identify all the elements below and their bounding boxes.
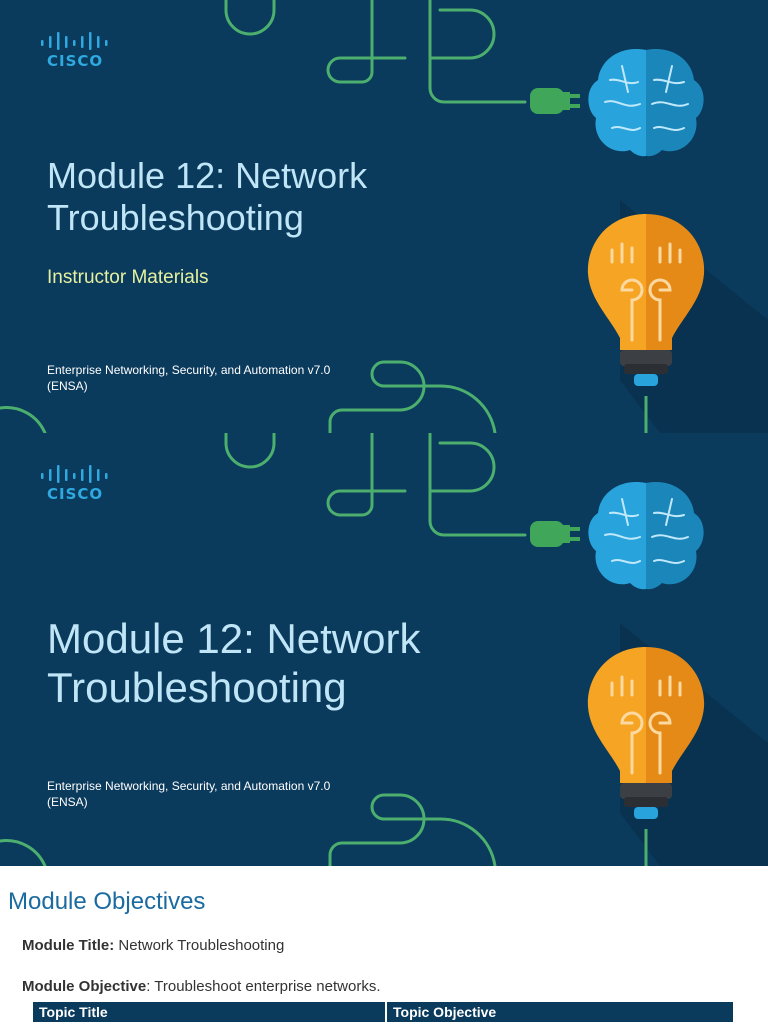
lightbulb-icon [587,647,705,866]
course-line-2: (ENSA) [47,379,88,393]
header-topic-title: Topic Title [33,1002,387,1022]
cisco-bars-icon [41,465,108,483]
plug-icon [530,88,580,114]
table-header-row: Topic Title Topic Objective [33,1002,733,1022]
header-topic-objective: Topic Objective [386,1002,733,1022]
plug-icon [530,521,580,547]
topics-table: Topic Title Topic Objective [33,1002,733,1022]
course-name: Enterprise Networking, Security, and Aut… [47,362,377,394]
module-title-label: Module Title: [22,937,115,954]
cisco-logo: CISCO [40,465,110,505]
course-line-2: (ENSA) [47,795,88,809]
title-slide-1: CISCO Module 12: Network Troubleshooting… [0,0,768,433]
cisco-wordmark: CISCO [47,485,104,503]
cisco-logo: CISCO [40,32,110,72]
brain-icon [588,49,704,157]
brain-icon [588,482,704,590]
module-title-line: Module Title: Network Troubleshooting [22,937,284,954]
module-objectives-slide: Module Objectives Module Title: Network … [0,866,768,1024]
slide-subtitle: Instructor Materials [47,267,209,288]
cisco-wordmark: CISCO [47,52,104,70]
lightbulb-icon [587,214,705,433]
module-objective-line: Module Objective: Troubleshoot enterpris… [22,978,381,995]
module-objective-label: Module Objective [22,978,147,995]
cisco-bars-icon [41,32,108,50]
slide-title: Module 12: Network Troubleshooting [47,615,421,711]
title-slide-2: CISCO [0,433,768,866]
course-name: Enterprise Networking, Security, and Aut… [47,778,377,810]
objectives-heading: Module Objectives [8,888,206,915]
slide-title: Module 12: Network Troubleshooting [47,155,368,238]
module-title-value: Network Troubleshooting [114,937,285,954]
course-line-1: Enterprise Networking, Security, and Aut… [47,779,331,793]
course-line-1: Enterprise Networking, Security, and Aut… [47,363,331,377]
module-objective-value: : Troubleshoot enterprise networks. [146,978,381,995]
